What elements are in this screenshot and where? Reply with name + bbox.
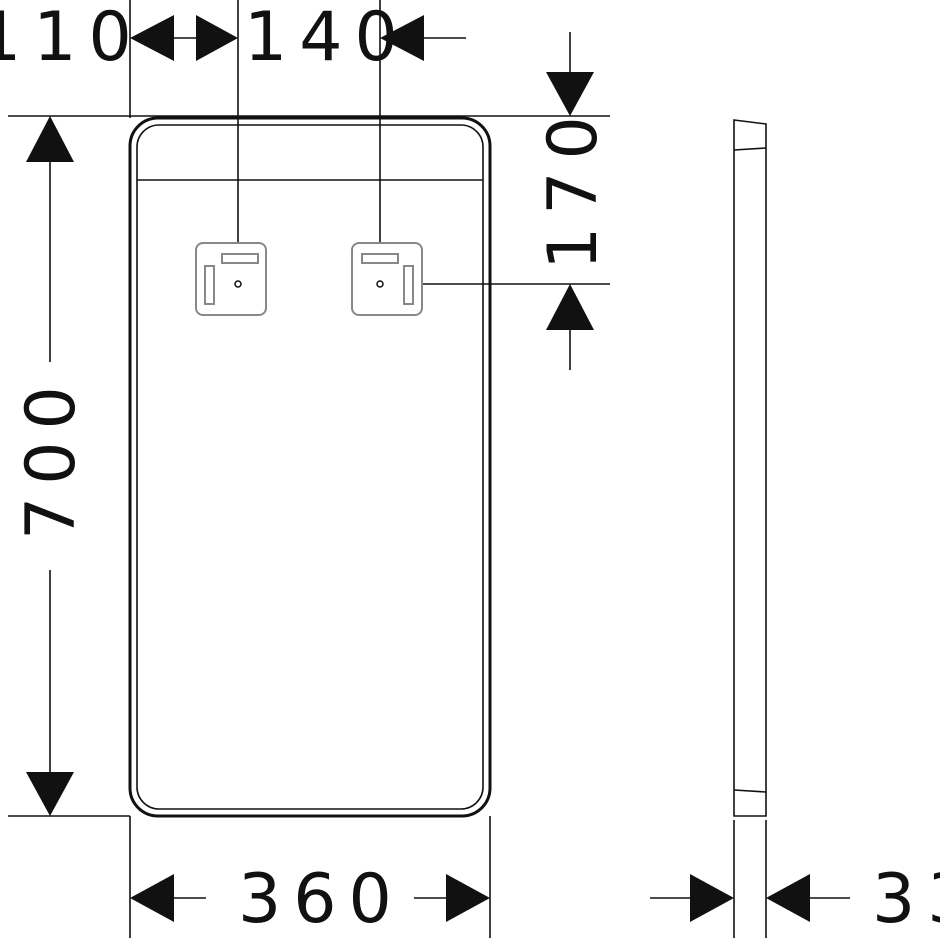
mirror-side-view [733, 119, 767, 817]
extension-lines [8, 0, 767, 938]
dim-label-110: 110 [0, 0, 144, 77]
bottom-dimension-arrows [130, 874, 490, 922]
dim-label-360: 360 [238, 860, 404, 939]
mirror-front-view [128, 116, 492, 818]
dim-label-33: 33 [872, 860, 940, 939]
depth-dimension-arrows [650, 874, 850, 922]
dim-label-140: 140 [244, 0, 410, 77]
mounting-bracket-right [351, 242, 423, 316]
top-dimension-arrows [130, 15, 466, 61]
dim-label-700: 700 [12, 374, 91, 540]
right-dimension-arrows [546, 32, 594, 370]
mounting-bracket-left [195, 242, 267, 316]
dim-label-170: 170 [534, 104, 613, 270]
left-dimension-arrows [26, 116, 74, 816]
